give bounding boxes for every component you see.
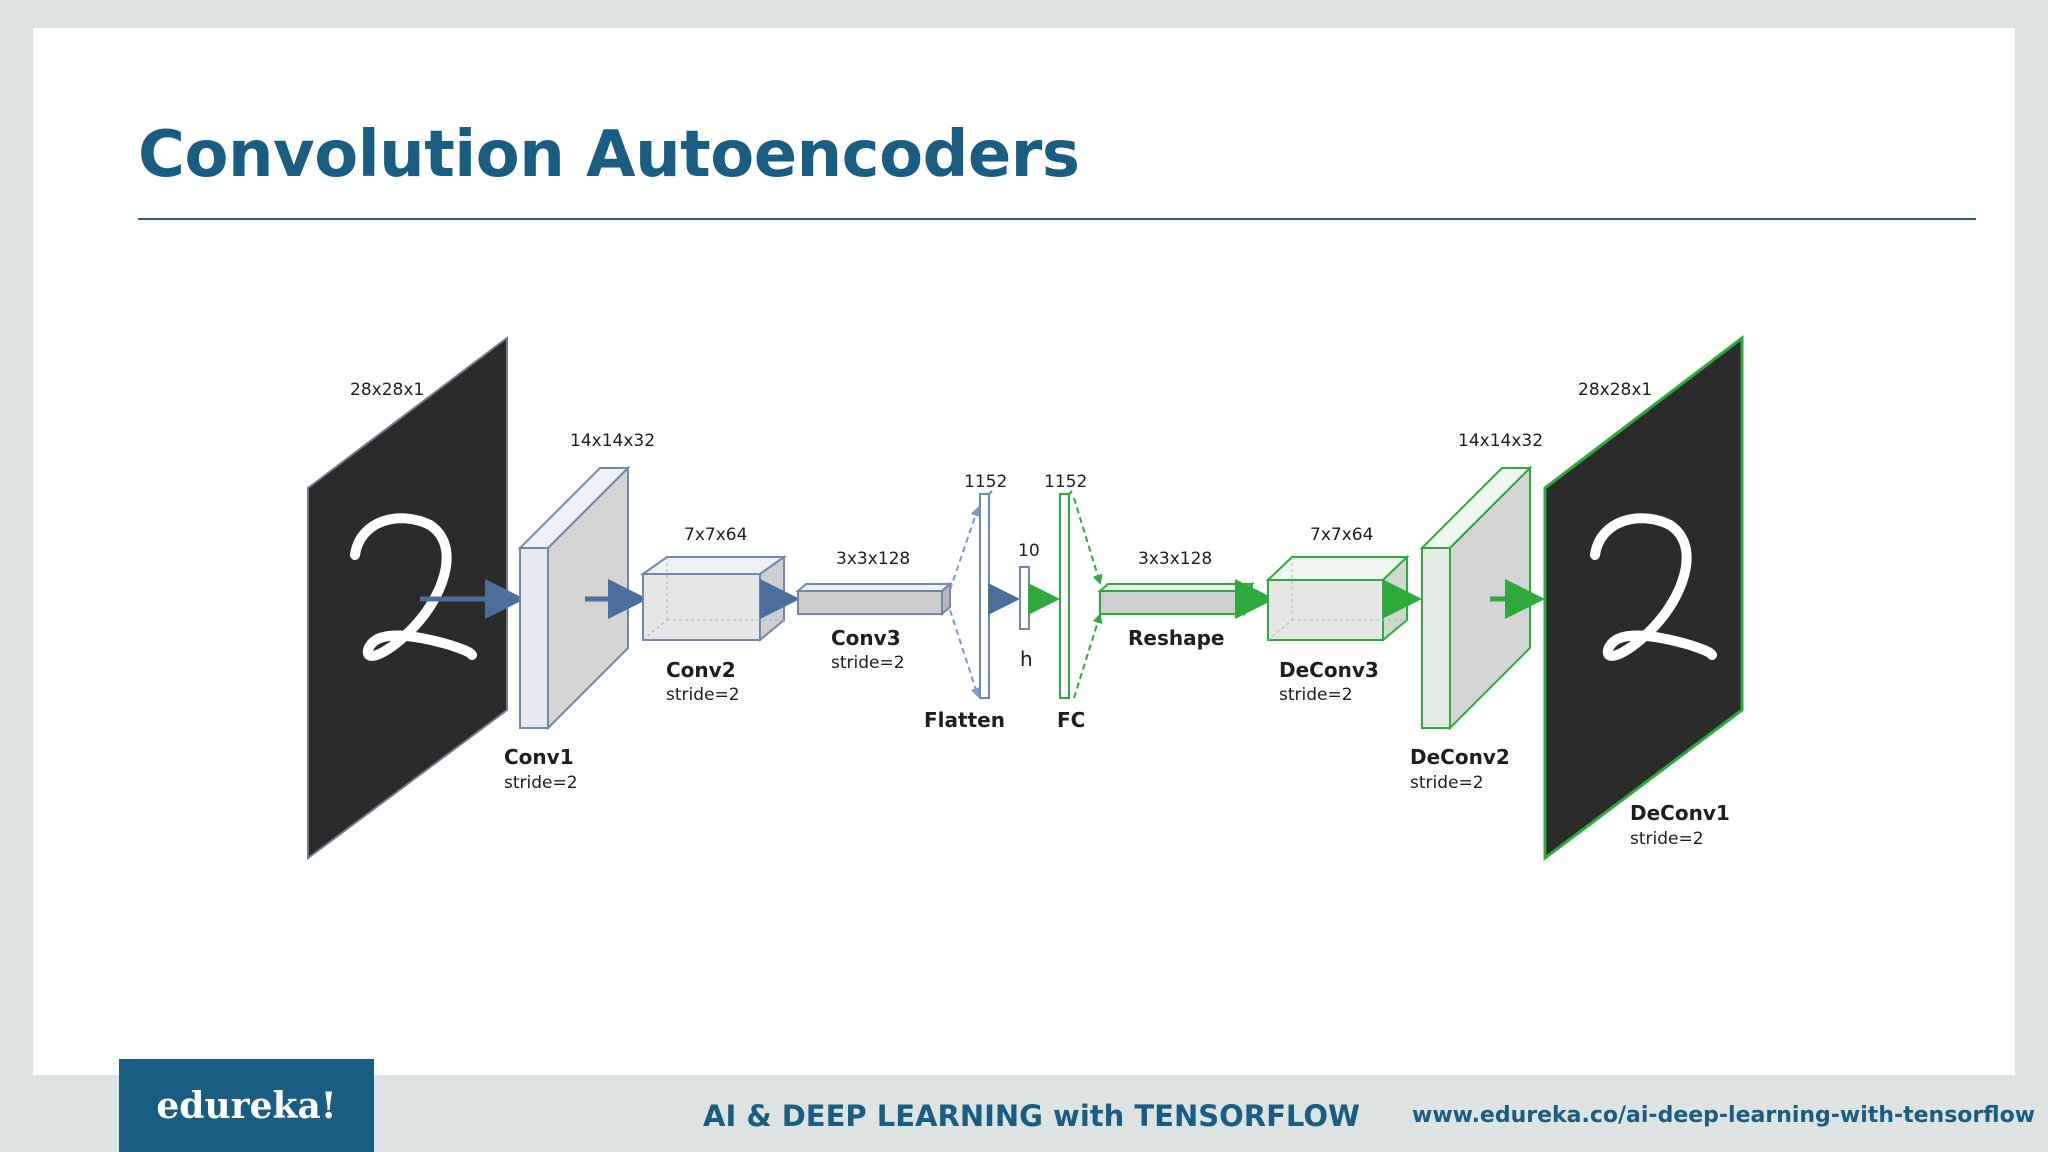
- hidden-name: h: [1020, 647, 1033, 671]
- conv2-stride: stride=2: [666, 685, 740, 705]
- deconv2-dims: 14x14x32: [1458, 431, 1543, 451]
- fc-dims: 1152: [1044, 472, 1087, 492]
- digit-two-icon: [1590, 513, 1717, 661]
- conv3-dims: 3x3x128: [836, 549, 910, 569]
- footer-course-title: AI & DEEP LEARNING with TENSORFLOW: [703, 1099, 1361, 1133]
- fan-arrow-flatten-top: [949, 506, 981, 591]
- output-stride: stride=2: [1630, 829, 1704, 849]
- flatten-name: Flatten: [924, 708, 1005, 732]
- title-divider: [138, 218, 1976, 220]
- fan-arrow-reshape-bottom: [1073, 613, 1103, 699]
- deconv2-stride: stride=2: [1410, 773, 1484, 793]
- reshape-block: [1097, 581, 1255, 617]
- input-dims: 28x28x1: [350, 380, 424, 400]
- digit-two-icon: [350, 513, 477, 661]
- conv3-name: Conv3: [831, 626, 901, 650]
- conv3-stride: stride=2: [831, 653, 905, 673]
- edureka-logo: edureka!: [119, 1059, 374, 1152]
- deconv3-stride: stride=2: [1279, 685, 1353, 705]
- output-name: DeConv1: [1630, 801, 1730, 825]
- logo-text: edureka!: [156, 1084, 337, 1127]
- conv3-block: [795, 581, 953, 617]
- conv1-block: [517, 465, 631, 731]
- conv2-dims: 7x7x64: [684, 525, 747, 545]
- deconv2-name: DeConv2: [1410, 745, 1510, 769]
- deconv3-block: [1265, 554, 1410, 643]
- output-image: [1543, 334, 1744, 862]
- fan-arrow-flatten-bottom: [949, 609, 981, 698]
- fc-name: FC: [1057, 708, 1085, 732]
- reshape-dims: 3x3x128: [1138, 549, 1212, 569]
- hidden-dims: 10: [1018, 541, 1040, 561]
- conv1-name: Conv1: [504, 745, 574, 769]
- reshape-name: Reshape: [1128, 626, 1224, 650]
- flatten-block: [979, 490, 993, 699]
- fan-arrow-reshape-top: [1073, 497, 1103, 585]
- deconv3-name: DeConv3: [1279, 658, 1379, 682]
- footer-url: www.edureka.co/ai-deep-learning-with-ten…: [1412, 1103, 2036, 1128]
- conv2-block: [639, 555, 788, 643]
- deconv3-dims: 7x7x64: [1310, 525, 1373, 545]
- conv1-stride: stride=2: [504, 773, 578, 793]
- hidden-block: [1019, 566, 1030, 630]
- output-dims: 28x28x1: [1578, 380, 1652, 400]
- flatten-dims: 1152: [964, 472, 1007, 492]
- fc-block: [1059, 490, 1073, 699]
- slide-title: Convolution Autoencoders: [138, 118, 1080, 192]
- input-image: [307, 335, 508, 860]
- conv2-name: Conv2: [666, 658, 736, 682]
- conv1-dims: 14x14x32: [570, 431, 655, 451]
